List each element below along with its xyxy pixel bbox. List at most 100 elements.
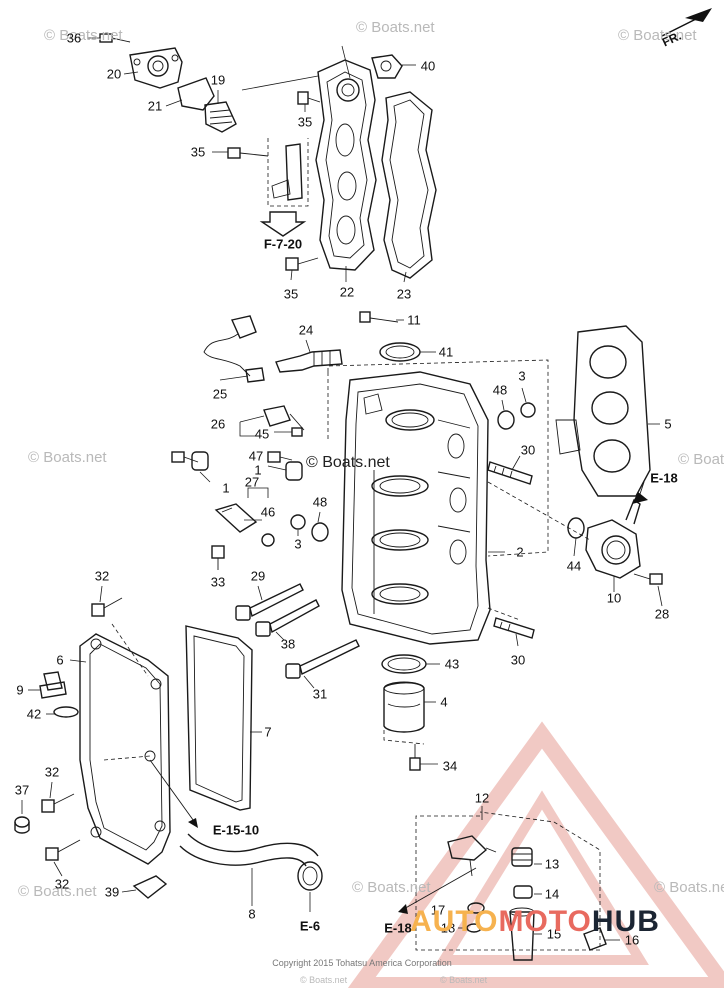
callout-4: 4 [440,694,448,710]
callout-13: 13 [544,856,560,872]
callout-19: 19 [210,72,226,88]
watermark-7: © Boats.net [352,879,431,896]
callout-44: 44 [566,558,582,574]
callout-33: 33 [210,574,226,590]
callout-3-a: 3 [518,368,526,384]
logo-part-auto: AUTO [410,905,499,938]
callout-48-b: 48 [312,494,328,510]
ref-e-18-upper: E-18 [650,470,678,486]
watermark-6: © Boats.net [18,883,97,900]
watermark-2: © Boats.net [356,19,435,36]
callout-12: 12 [474,790,490,806]
block-dashed-outline [327,359,549,621]
leader-lines-top-left [88,37,219,107]
logo-part-hub: HUB [591,905,660,938]
ref-e-15-10: E-15-10 [212,822,260,838]
callout-15: 15 [546,926,562,942]
bolt-29 [235,583,304,621]
callout-2: 2 [516,544,524,560]
autohub-logo: AUTOMOTOHUB [410,905,660,939]
callout-32-c: 32 [54,876,70,892]
bolt-31 [285,639,360,689]
cover-gasket-7 [185,625,262,811]
head-gasket [555,325,660,497]
logo-part-moto: MOTO [498,905,592,938]
watermark-1: © Boats.net [44,27,123,44]
exhaust-gasket [381,91,437,279]
callout-3-b: 3 [294,536,302,552]
callout-16: 16 [624,932,640,948]
bolt-40 [371,54,416,79]
callout-1-a: 1 [254,462,262,478]
sensor-26-45 [239,405,305,437]
callout-47-b: 47 [248,448,264,464]
callout-32-a: 32 [94,568,110,584]
callout-36: 36 [66,30,82,46]
exhaust-cover [315,59,377,271]
arrow-e-15-10 [149,759,198,828]
watermark-8: © Boats.net [654,879,724,896]
arrow-f-7-20 [259,211,307,237]
callout-39: 39 [104,884,120,900]
hose-8 [179,833,323,912]
callout-32-b: 32 [44,764,60,780]
plug-37 [14,800,30,834]
seal-41 [379,342,436,362]
callout-30-a: 30 [520,442,536,458]
bolt-47-and-1 [171,451,303,483]
water-jacket-cover [69,623,171,865]
callout-1-b: 1 [222,480,230,496]
callout-7: 7 [264,724,272,740]
callout-46: 46 [260,504,276,520]
ref-e-18-lower: E-18 [384,920,412,936]
watermark-5: © Boats.net [678,451,724,468]
callout-30-b: 30 [510,652,526,668]
callout-41: 41 [438,344,454,360]
callout-31: 31 [312,686,328,702]
callout-18: 18 [440,920,456,936]
clamp-39 [121,875,168,899]
callout-35-a: 35 [297,114,313,130]
watermark-center: © Boats.net [306,454,390,471]
callout-26: 26 [210,416,226,432]
washers-48-3 [290,387,536,542]
bolt-38 [255,599,320,641]
callout-35-b: 35 [190,144,206,160]
callout-11: 11 [407,312,421,328]
callout-8: 8 [248,906,256,922]
callout-38: 38 [280,636,296,652]
watermark-4: © Boats.net [28,449,107,466]
bolt-33 [211,545,225,570]
ref-f-7-20: F-7-20 [263,236,303,252]
callout-42: 42 [26,706,42,722]
callout-17: 17 [430,902,446,918]
fr-arrow [661,8,712,37]
watermark-10: © Boats.net [440,975,488,985]
copyright-notice: Copyright 2015 Tohatsu America Corporati… [272,958,452,968]
callout-10: 10 [606,590,622,606]
callout-23: 23 [396,286,412,302]
sleeve-4 [383,681,438,771]
callout-48-a: 48 [492,382,508,398]
watermark-3: © Boats.net [618,27,697,44]
sensor-25 [203,315,265,383]
stud-30-lower [493,617,535,647]
callout-40: 40 [420,58,436,74]
callout-28: 28 [654,606,670,622]
callout-20: 20 [106,66,122,82]
ref-e-6: E-6 [299,918,321,934]
callout-35-c: 35 [283,286,299,302]
cylinder-block [341,371,491,645]
callout-14: 14 [544,886,560,902]
leader-lines-top-right [212,45,407,283]
callout-29: 29 [250,568,266,584]
callout-34: 34 [442,758,458,774]
callout-22: 22 [339,284,355,300]
callout-24: 24 [298,322,314,338]
thermostat-cover [99,33,237,133]
bolt-11 [359,311,404,323]
spark-plug-24 [275,339,343,373]
seal-43 [381,654,440,674]
